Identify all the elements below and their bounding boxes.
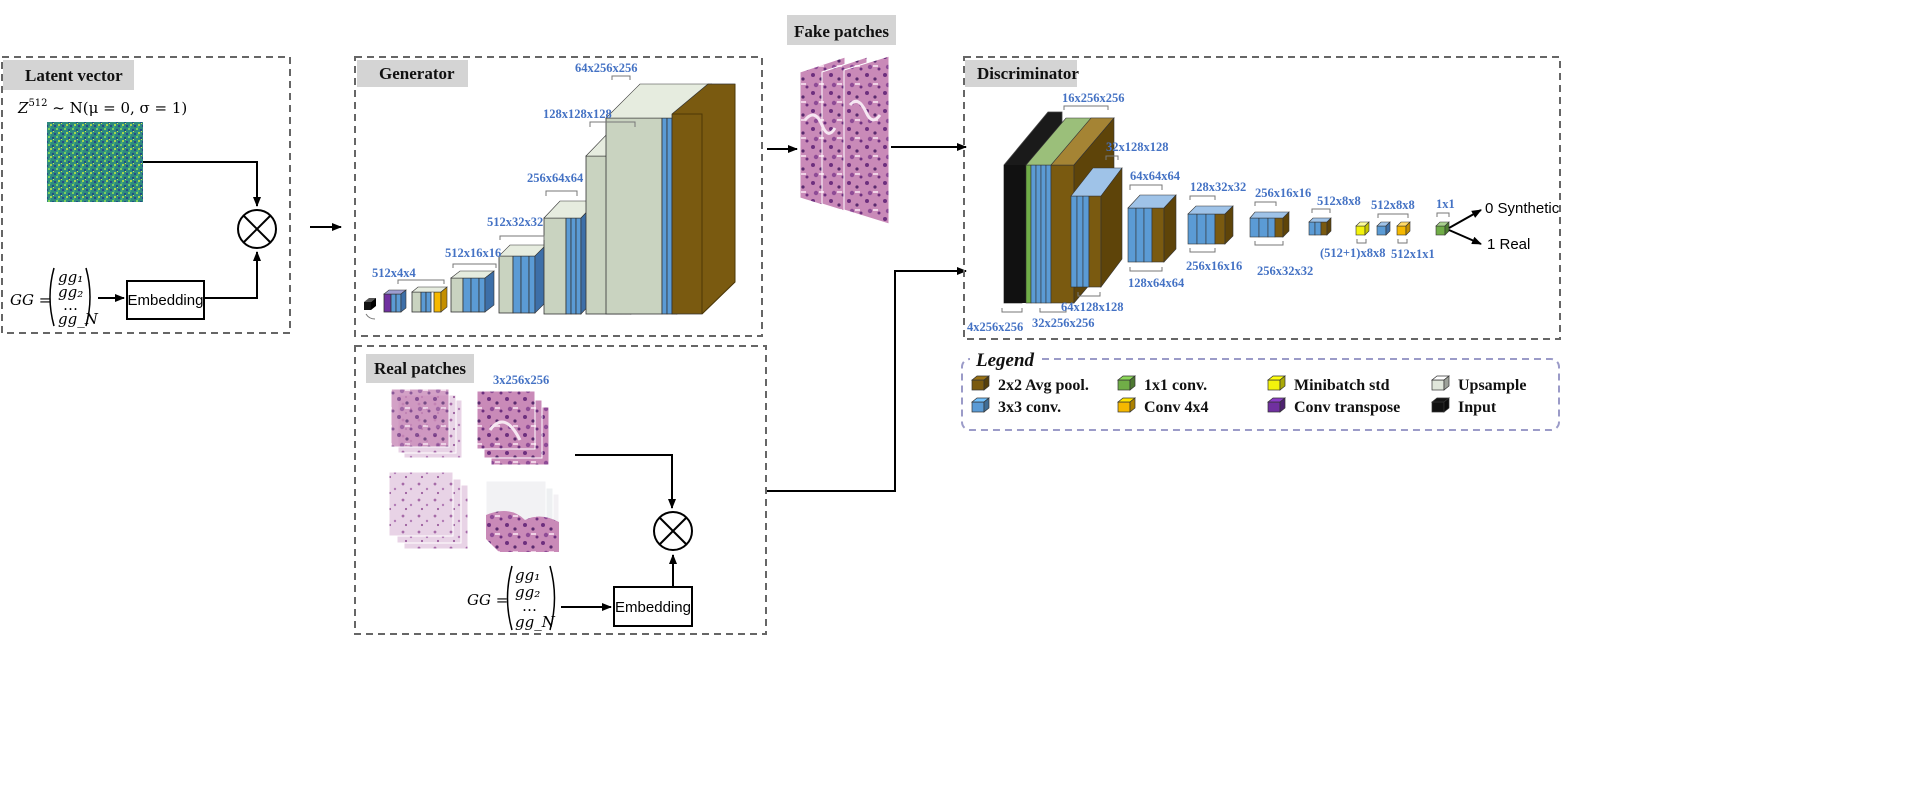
legend-label-1: 2x2 Avg pool.	[998, 377, 1089, 394]
latent-formula-dist: ~ N(μ = 0, σ = 1)	[48, 99, 188, 117]
latent-formula-sup: 512	[28, 98, 47, 109]
discriminator-panel: Discriminator	[963, 56, 1561, 340]
latent-gg-n: gg_N	[58, 310, 99, 328]
latent-gg-dots: …	[63, 296, 78, 314]
discriminator-title: Discriminator	[977, 64, 1079, 83]
generator-label-3: 512x32x32	[487, 215, 543, 229]
generator-label-2: 512x16x16	[445, 246, 501, 260]
latent-embedding-box: Embedding	[128, 292, 204, 309]
svg-text:Z512 ~ N(μ = 0, σ = 1): Z512 ~ N(μ = 0, σ = 1)	[17, 98, 187, 117]
generator-block-2	[411, 286, 448, 313]
discriminator-block-3	[1127, 194, 1177, 263]
discriminator-label-bottom-3: 64x128x128	[1061, 300, 1124, 314]
generator-panel: Generator	[354, 56, 763, 337]
generator-output-block	[671, 83, 736, 315]
discriminator-label-top-2: 32x128x128	[1106, 140, 1169, 154]
discriminator-minibatch-block	[1355, 221, 1370, 236]
discriminator-block-4	[1187, 205, 1234, 245]
latent-gg-1: gg₁	[58, 268, 83, 286]
discriminator-label-bottom-4: 128x64x64	[1128, 276, 1185, 290]
legend-label-7: Upsample	[1458, 377, 1526, 394]
legend-panel: Legend 2x2 Avg pool. 3x3 conv. 1x1 conv. Co…	[961, 350, 1560, 431]
latent-vector-panel: Latent vector Z512 ~ N(μ = 0, σ = 1) GG …	[1, 56, 291, 334]
fake-patches-panel: Fake patches	[787, 15, 896, 225]
discriminator-label-top-6: 512x8x8	[1317, 194, 1361, 208]
legend-swatch-7	[1431, 375, 1450, 391]
legend-swatch-3	[1117, 375, 1136, 391]
fake-patch-images	[799, 55, 890, 225]
real-patches-size-label: 3x256x256	[493, 373, 549, 387]
generator-label-5: 128x128x128	[543, 107, 612, 121]
latent-gg-2: gg₂	[58, 283, 83, 301]
generator-title: Generator	[379, 64, 455, 83]
discriminator-block-5	[1249, 211, 1290, 238]
legend-swatch-8	[1431, 397, 1450, 413]
real-embedding-box: Embedding	[615, 599, 691, 616]
legend-swatch-5	[1267, 375, 1286, 391]
generator-block-4	[498, 244, 547, 314]
discriminator-label-bottom-2: 32x256x256	[1032, 316, 1095, 330]
legend-swatch-1	[971, 375, 990, 391]
latent-gg-label: GG =	[10, 291, 51, 309]
latent-formula-z: Z	[17, 99, 29, 117]
discriminator-output-real: 1 Real	[1487, 236, 1530, 253]
generator-label-4: 256x64x64	[527, 171, 584, 185]
real-gg-dots: …	[522, 597, 537, 615]
generator-input-block	[364, 298, 376, 310]
real-gg-n: gg_N	[515, 613, 556, 631]
discriminator-label-top-8: 1x1	[1436, 197, 1455, 211]
real-gg-2: gg₂	[515, 583, 540, 601]
real-patches-title: Real patches	[374, 359, 466, 378]
legend-swatch-2	[971, 397, 990, 413]
legend-label-2: 3x3 conv.	[998, 399, 1061, 416]
legend-label-8: Input	[1458, 399, 1497, 416]
discriminator-label-bottom-8: 512x1x1	[1391, 247, 1435, 261]
discriminator-label-bottom-1: 4x256x256	[967, 320, 1023, 334]
legend-label-4: Conv 4x4	[1144, 399, 1208, 416]
legend-label-3: 1x1 conv.	[1144, 377, 1207, 394]
real-patch-images	[388, 388, 560, 553]
legend-label-5: Minibatch std	[1294, 377, 1390, 394]
generator-label-1: 512x4x4	[372, 266, 417, 280]
generator-label-6: 64x256x256	[575, 61, 638, 75]
real-multiply-icon	[653, 511, 693, 551]
generator-block-1	[383, 289, 407, 313]
latent-vector-title: Latent vector	[25, 66, 123, 85]
discriminator-label-top-7: 512x8x8	[1371, 198, 1415, 212]
legend-label-6: Conv transpose	[1294, 399, 1400, 416]
discriminator-conv4x4-block	[1396, 221, 1411, 236]
discriminator-conv-block	[1376, 221, 1391, 236]
legend-swatch-4	[1117, 397, 1136, 413]
generator-block-3	[450, 270, 495, 313]
discriminator-output-block	[1435, 221, 1450, 236]
latent-noise-image	[47, 122, 143, 202]
discriminator-block-2	[1070, 167, 1123, 288]
discriminator-label-bottom-5: 256x16x16	[1186, 259, 1242, 273]
legend-swatch-6	[1267, 397, 1286, 413]
discriminator-label-top-4: 128x32x32	[1190, 180, 1246, 194]
real-gg-label: GG =	[467, 591, 508, 609]
discriminator-label-top-3: 64x64x64	[1130, 169, 1181, 183]
discriminator-block-6	[1308, 217, 1332, 236]
real-patches-panel: Real patches 3x256x256 GG = gg₁	[354, 345, 767, 635]
discriminator-output-synthetic: 0 Synthetic	[1485, 200, 1560, 217]
discriminator-label-top-1: 16x256x256	[1062, 91, 1125, 105]
discriminator-label-bottom-6: 256x32x32	[1257, 264, 1313, 278]
discriminator-label-bottom-7: (512+1)x8x8	[1320, 246, 1385, 260]
discriminator-label-top-5: 256x16x16	[1255, 186, 1311, 200]
latent-multiply-icon	[237, 209, 277, 249]
legend-title: Legend	[975, 350, 1035, 371]
fake-patches-title: Fake patches	[794, 22, 889, 41]
real-gg-1: gg₁	[515, 566, 540, 584]
